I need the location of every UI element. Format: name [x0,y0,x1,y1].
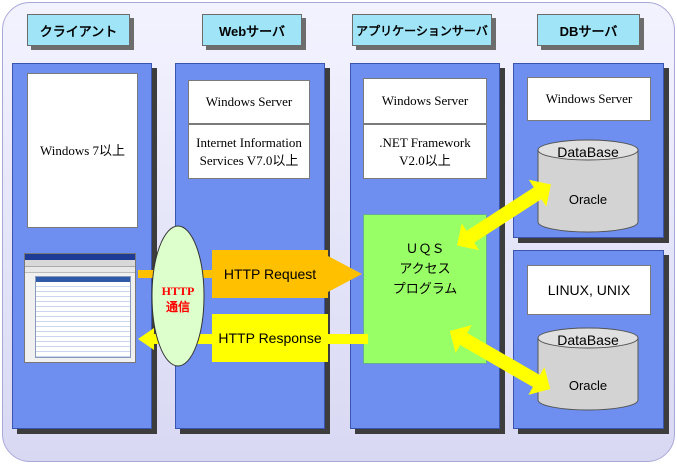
dotnet-line1: .NET Framework [379,134,471,150]
web-os-box: Windows Server [188,80,310,124]
web-os-label: Windows Server [205,94,293,109]
thumb-addressbar [25,267,135,273]
dotnet-box: .NET Framework V2.0以上 [363,124,487,179]
thumb-table [35,276,131,358]
db2-arrow [449,325,551,395]
client-os-box: Windows 7以上 [27,73,138,228]
db2-cylinder [537,327,639,411]
iis-box: Internet Information Services V7.0以上 [188,124,310,179]
iis-line1: Internet Information [196,134,302,150]
header-web-server: Webサーバ [202,14,302,46]
thumb-table-header [36,277,130,282]
header-client: クライアント [27,14,130,46]
db1-arrow [457,179,551,251]
client-os-label: Windows 7以上 [39,142,126,158]
app-os-label: Windows Server [381,93,469,108]
thumb-toolbar [25,260,135,267]
http-request-arrow [138,250,362,298]
db2-os-box: LINUX, UNIX [527,265,651,315]
http-comm-ellipse [151,225,205,367]
header-db-server: DBサーバ [537,14,640,46]
uqs-line2: アクセス [399,261,451,276]
db1-label: DataBase [557,144,619,160]
db1-os-box: Windows Server [527,77,651,121]
db1-cylinder [537,139,639,233]
db1-os-label: Windows Server [545,91,633,106]
http-comm-line1: HTTP [161,284,195,298]
thumb-titlebar [25,254,135,260]
db1-name: Oracle [568,192,608,207]
http-request-label: HTTP Request [223,266,317,282]
app-os-box: Windows Server [363,78,487,124]
iis-line2: Services V7.0以上 [199,152,299,168]
uqs-line1: ＵＱＳ [405,241,445,256]
dotnet-line2: V2.0以上 [399,152,451,168]
http-response-label: HTTP Response [218,330,322,346]
http-comm-label: HTTP 通信 [150,283,206,315]
client-app-screenshot [24,253,136,363]
db2-name: Oracle [568,378,608,393]
db2-label: DataBase [557,332,619,348]
uqs-line3: プログラム [392,281,458,296]
http-response-arrow [138,314,368,362]
header-app-server: アプリケーションサーバ [352,14,492,46]
db2-os-label: LINUX, UNIX [547,282,631,298]
http-comm-line2: 通信 [165,300,190,314]
